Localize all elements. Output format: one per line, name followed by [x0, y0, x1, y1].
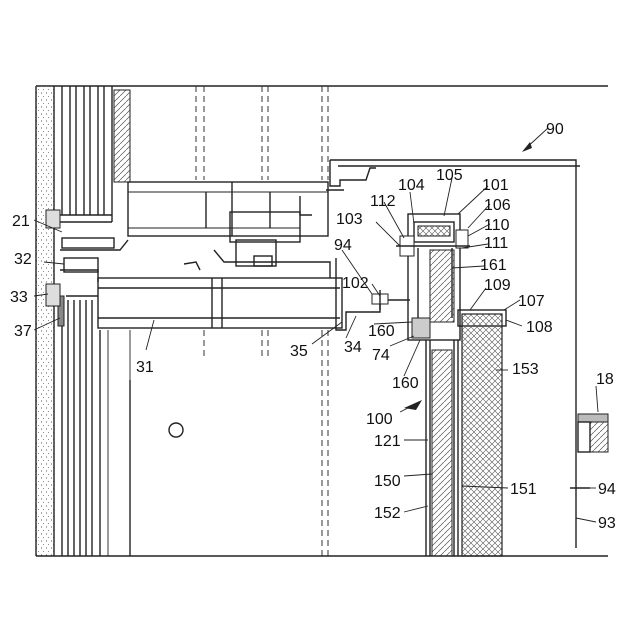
label-111: 111	[484, 235, 508, 252]
transom-profile	[66, 250, 342, 328]
arrow-90	[522, 142, 532, 152]
leader-lines	[34, 128, 598, 522]
label-18: 18	[596, 371, 614, 388]
label-160-upper: 160	[368, 323, 395, 340]
label-94-bottom: 94	[598, 481, 616, 498]
label-109: 109	[484, 277, 511, 294]
left-wall-concrete	[36, 86, 54, 556]
label-32: 32	[14, 251, 32, 268]
label-112: 112	[370, 193, 396, 210]
label-107: 107	[518, 293, 545, 310]
label-33: 33	[10, 289, 28, 306]
label-74: 74	[372, 347, 390, 364]
label-160-lower: 160	[392, 375, 419, 392]
label-21: 21	[12, 213, 30, 230]
label-100: 100	[366, 411, 393, 428]
insulation-153	[458, 310, 506, 556]
left-clamp-assembly	[46, 210, 128, 306]
label-110: 110	[484, 217, 510, 234]
glazing-lower	[58, 296, 130, 556]
label-94-top: 94	[334, 237, 352, 254]
label-31: 31	[136, 359, 154, 376]
label-93: 93	[598, 515, 616, 532]
bracket-102	[336, 258, 410, 330]
upper-frame-profile	[128, 182, 328, 266]
panel-unit-100	[396, 214, 470, 340]
label-90: 90	[546, 121, 564, 138]
label-104: 104	[398, 177, 425, 194]
label-35: 35	[290, 343, 308, 360]
hidden-lines	[196, 86, 328, 556]
label-150: 150	[374, 473, 401, 490]
label-102: 102	[342, 275, 369, 292]
label-151: 151	[510, 481, 537, 498]
label-152: 152	[374, 505, 401, 522]
top-cover-90	[326, 160, 580, 548]
glazing-upper	[56, 86, 130, 222]
label-34: 34	[344, 339, 362, 356]
label-103: 103	[336, 211, 363, 228]
label-121: 121	[374, 433, 401, 450]
label-106: 106	[484, 197, 511, 214]
label-161: 161	[480, 257, 507, 274]
lower-panel-150	[426, 340, 458, 556]
label-37: 37	[14, 323, 32, 340]
label-105: 105	[436, 167, 463, 184]
label-101: 101	[482, 177, 509, 194]
label-153: 153	[512, 361, 539, 378]
label-108: 108	[526, 319, 553, 336]
fastener-hole	[169, 423, 183, 437]
